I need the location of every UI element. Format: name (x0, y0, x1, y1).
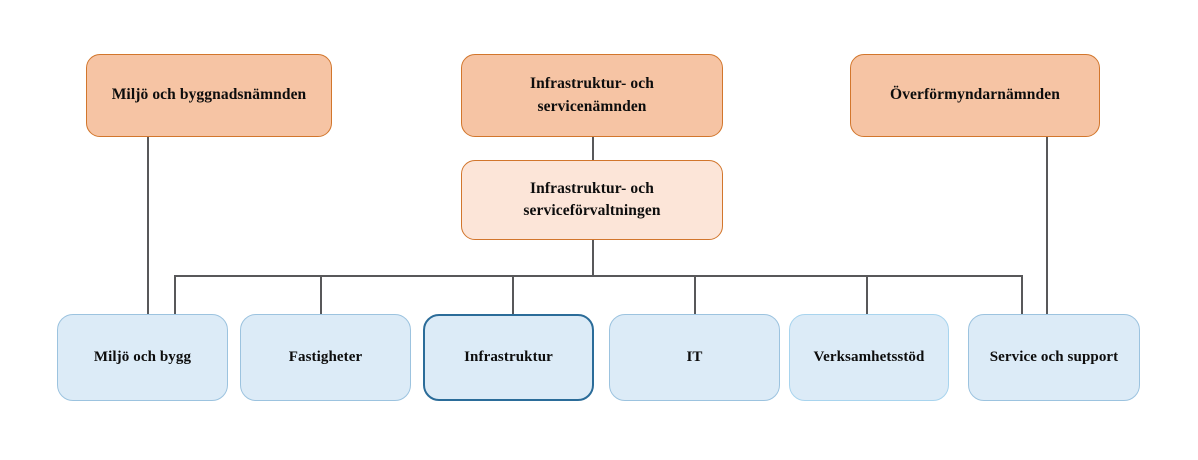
node-label: Infrastruktur (464, 348, 553, 365)
node-verksamhetsstod[interactable]: Verksamhetsstöd (789, 314, 949, 401)
node-fastigheter[interactable]: Fastigheter (240, 314, 411, 401)
connector-servicenamnden-to-forvaltningen (592, 136, 595, 161)
connector-bus-drop-miljo-och-bygg (174, 275, 177, 316)
node-label: Miljö och bygg (93, 348, 192, 365)
node-label: Verksamhetsstöd (813, 348, 925, 365)
node-overformyndarnamnden[interactable]: Överförmyndarnämnden (850, 54, 1100, 137)
connector-bus-drop-service-och-support (1021, 275, 1024, 316)
node-label: Överförmyndarnämnden (890, 86, 1060, 104)
connector-overformyndarnamnden-to-service (1046, 136, 1049, 316)
connector-bus-drop-it (694, 275, 697, 316)
node-service-och-support[interactable]: Service och support (968, 314, 1140, 401)
node-infrastruktur-och-serviceforvaltningen[interactable]: Infrastruktur- och serviceförvaltningen (461, 160, 723, 240)
node-miljo-och-byggnadsnamnden[interactable]: Miljö och byggnadsnämnden (86, 54, 332, 137)
node-infrastruktur[interactable]: Infrastruktur (423, 314, 594, 401)
node-label: Infrastruktur- och servicenämnden (530, 75, 654, 115)
node-label: Infrastruktur- och serviceförvaltningen (523, 179, 661, 219)
node-it[interactable]: IT (609, 314, 780, 401)
node-label: Service och support (989, 348, 1119, 365)
node-infrastruktur-och-servicenamnden[interactable]: Infrastruktur- och servicenämnden (461, 54, 723, 137)
connector-miljonamnd-to-miljobygg (147, 136, 150, 316)
node-miljo-och-bygg[interactable]: Miljö och bygg (57, 314, 228, 401)
connector-bus-horizontal (174, 275, 1023, 278)
connector-forvaltningen-to-bus (592, 240, 595, 277)
node-label: Miljö och byggnadsnämnden (111, 86, 307, 104)
node-label: Fastigheter (288, 348, 363, 365)
connector-bus-drop-verksamhetsstod (866, 275, 869, 316)
node-label: IT (686, 348, 703, 365)
connector-bus-drop-infrastruktur (512, 275, 515, 316)
connector-bus-drop-fastigheter (320, 275, 323, 316)
